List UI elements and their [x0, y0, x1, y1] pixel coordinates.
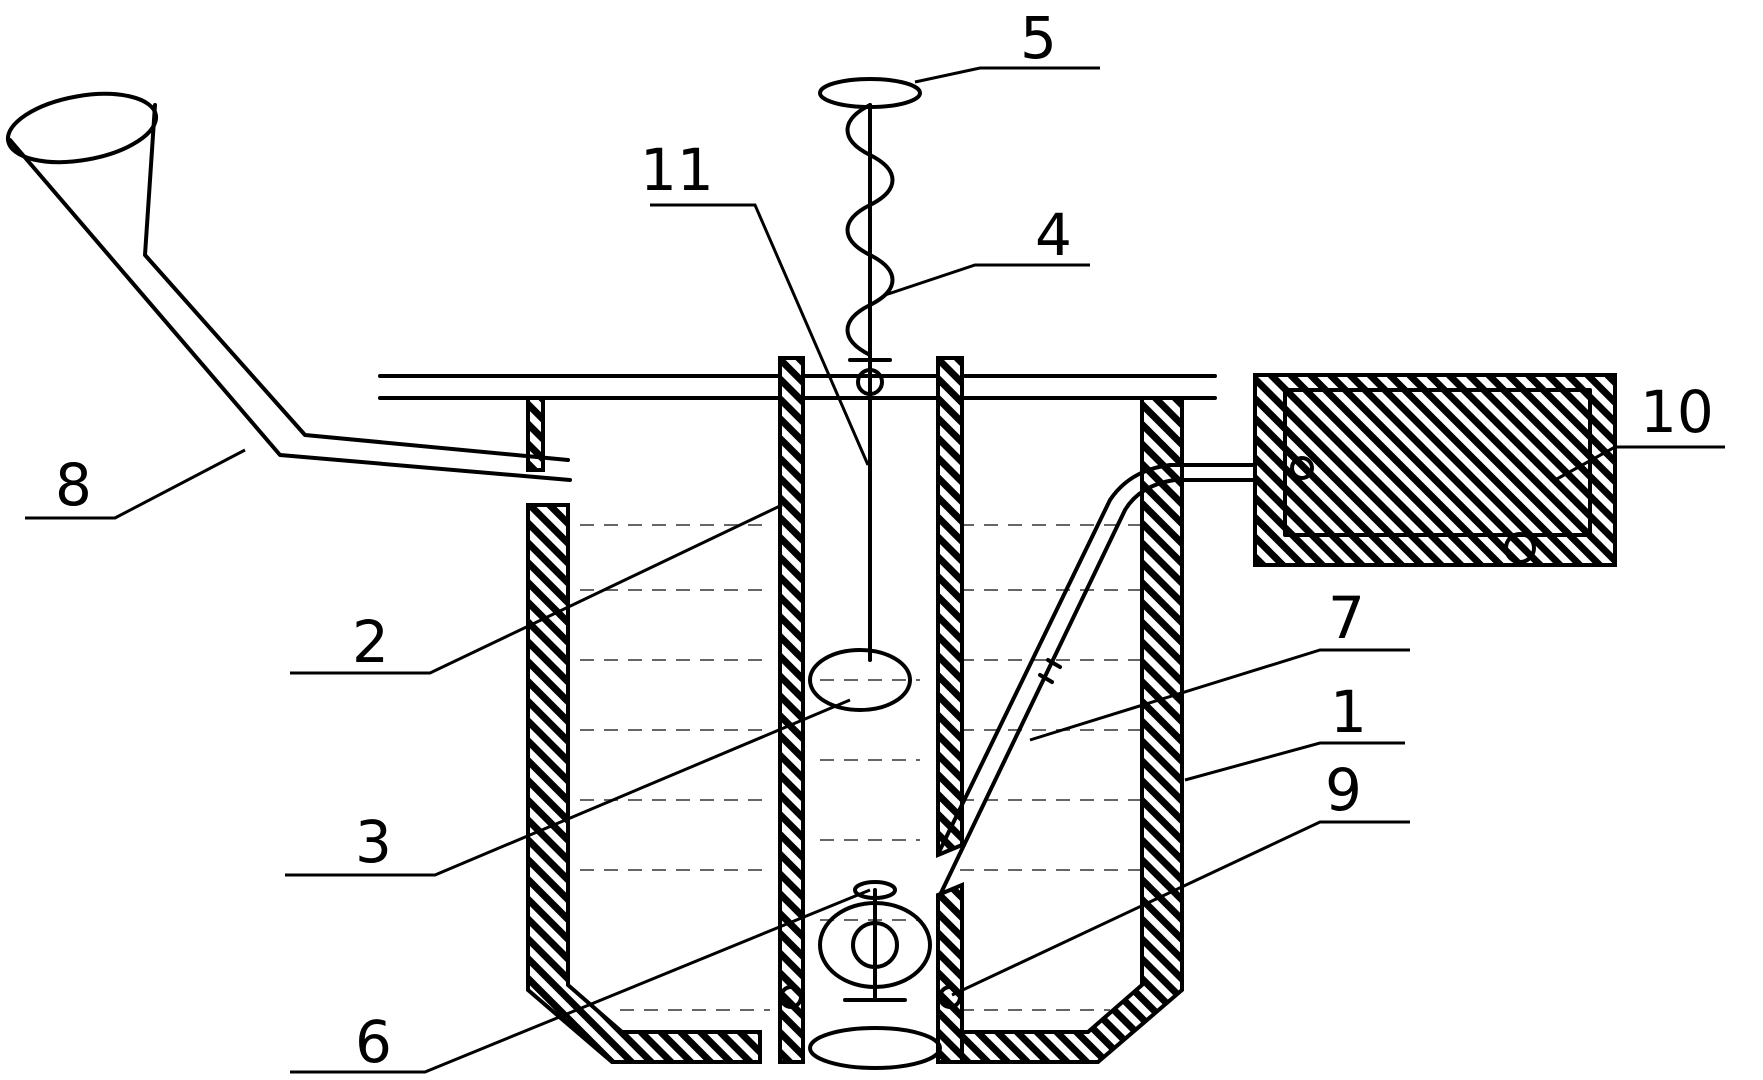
label-1: 1 [1330, 678, 1367, 746]
label-5: 5 [1020, 4, 1057, 72]
inner-tube [778, 356, 964, 1064]
connecting-pipe [938, 463, 1302, 897]
label-7: 7 [1328, 584, 1365, 652]
part-labels: 5 11 4 8 10 2 7 1 3 9 6 [55, 4, 1714, 1076]
label-11: 11 [640, 136, 714, 204]
control-box [1253, 373, 1617, 567]
leader-lines [25, 66, 1725, 1074]
label-9: 9 [1325, 756, 1362, 824]
label-8: 8 [55, 451, 92, 519]
label-10: 10 [1640, 378, 1714, 446]
feed-funnel [5, 91, 572, 482]
piston [808, 648, 912, 712]
drive-assembly [818, 77, 922, 662]
label-2: 2 [352, 608, 389, 676]
label-3: 3 [355, 808, 392, 876]
bottom-valve [808, 880, 942, 1070]
label-6: 6 [355, 1008, 392, 1076]
label-4: 4 [1035, 201, 1072, 269]
